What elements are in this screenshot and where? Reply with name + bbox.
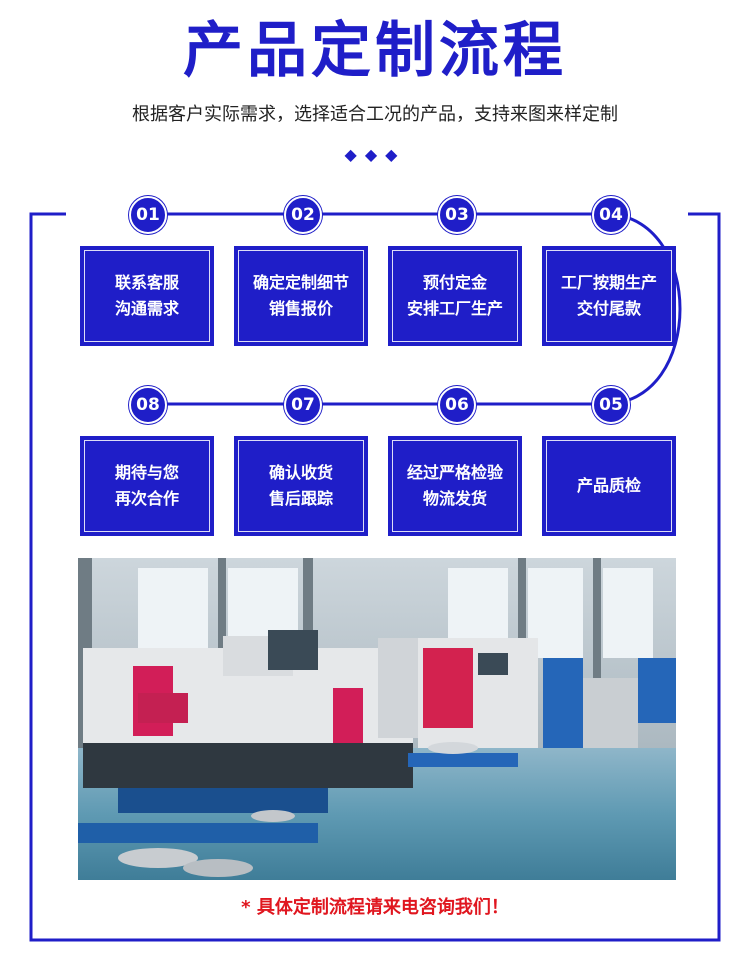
step-box-05: 产品质检 <box>542 436 676 536</box>
step-box-02: 确定定制细节 销售报价 <box>234 246 368 346</box>
step-text: 期待与您 <box>114 463 179 482</box>
step-number-04: 04 <box>592 196 630 234</box>
step-number-01: 01 <box>129 196 167 234</box>
step-box-01: 联系客服 沟通需求 <box>80 246 214 346</box>
step-box-06: 经过严格检验 物流发货 <box>388 436 522 536</box>
page-subtitle: 根据客户实际需求，选择适合工况的产品，支持来图来样定制 <box>132 104 618 125</box>
step-text: 销售报价 <box>268 299 333 318</box>
step-number-08: 08 <box>129 386 167 424</box>
step-number-06: 06 <box>438 386 476 424</box>
factory-scene-image <box>78 558 676 880</box>
step-text: 产品质检 <box>576 476 641 495</box>
step-box-04: 工厂按期生产 交付尾款 <box>542 246 676 346</box>
step-text: 经过严格检验 <box>406 463 503 482</box>
flow-line-turn <box>604 212 682 406</box>
step-text: 确认收货 <box>268 463 333 482</box>
step-text: 预付定金 <box>422 273 487 292</box>
step-text: 安排工厂生产 <box>406 299 503 318</box>
step-text: 确定定制细节 <box>252 273 349 292</box>
step-text: 工厂按期生产 <box>560 273 657 292</box>
page-title: 产品定制流程 <box>183 16 567 86</box>
step-box-03: 预付定金 安排工厂生产 <box>388 246 522 346</box>
step-box-08: 期待与您 再次合作 <box>80 436 214 536</box>
step-box-07: 确认收货 售后跟踪 <box>234 436 368 536</box>
factory-photo <box>78 558 676 880</box>
step-text: 交付尾款 <box>576 299 641 318</box>
contact-notice: * 具体定制流程请来电咨询我们！ <box>241 897 509 918</box>
step-number-07: 07 <box>284 386 322 424</box>
frame-border <box>29 212 721 942</box>
step-text: 售后跟踪 <box>268 489 333 508</box>
diamond-divider-icon: ◆◆◆ <box>344 145 406 164</box>
step-number-02: 02 <box>284 196 322 234</box>
step-text: 再次合作 <box>114 489 179 508</box>
step-number-05: 05 <box>592 386 630 424</box>
step-number-03: 03 <box>438 196 476 234</box>
step-text: 物流发货 <box>422 489 487 508</box>
step-text: 联系客服 <box>114 273 179 292</box>
step-text: 沟通需求 <box>114 299 179 318</box>
